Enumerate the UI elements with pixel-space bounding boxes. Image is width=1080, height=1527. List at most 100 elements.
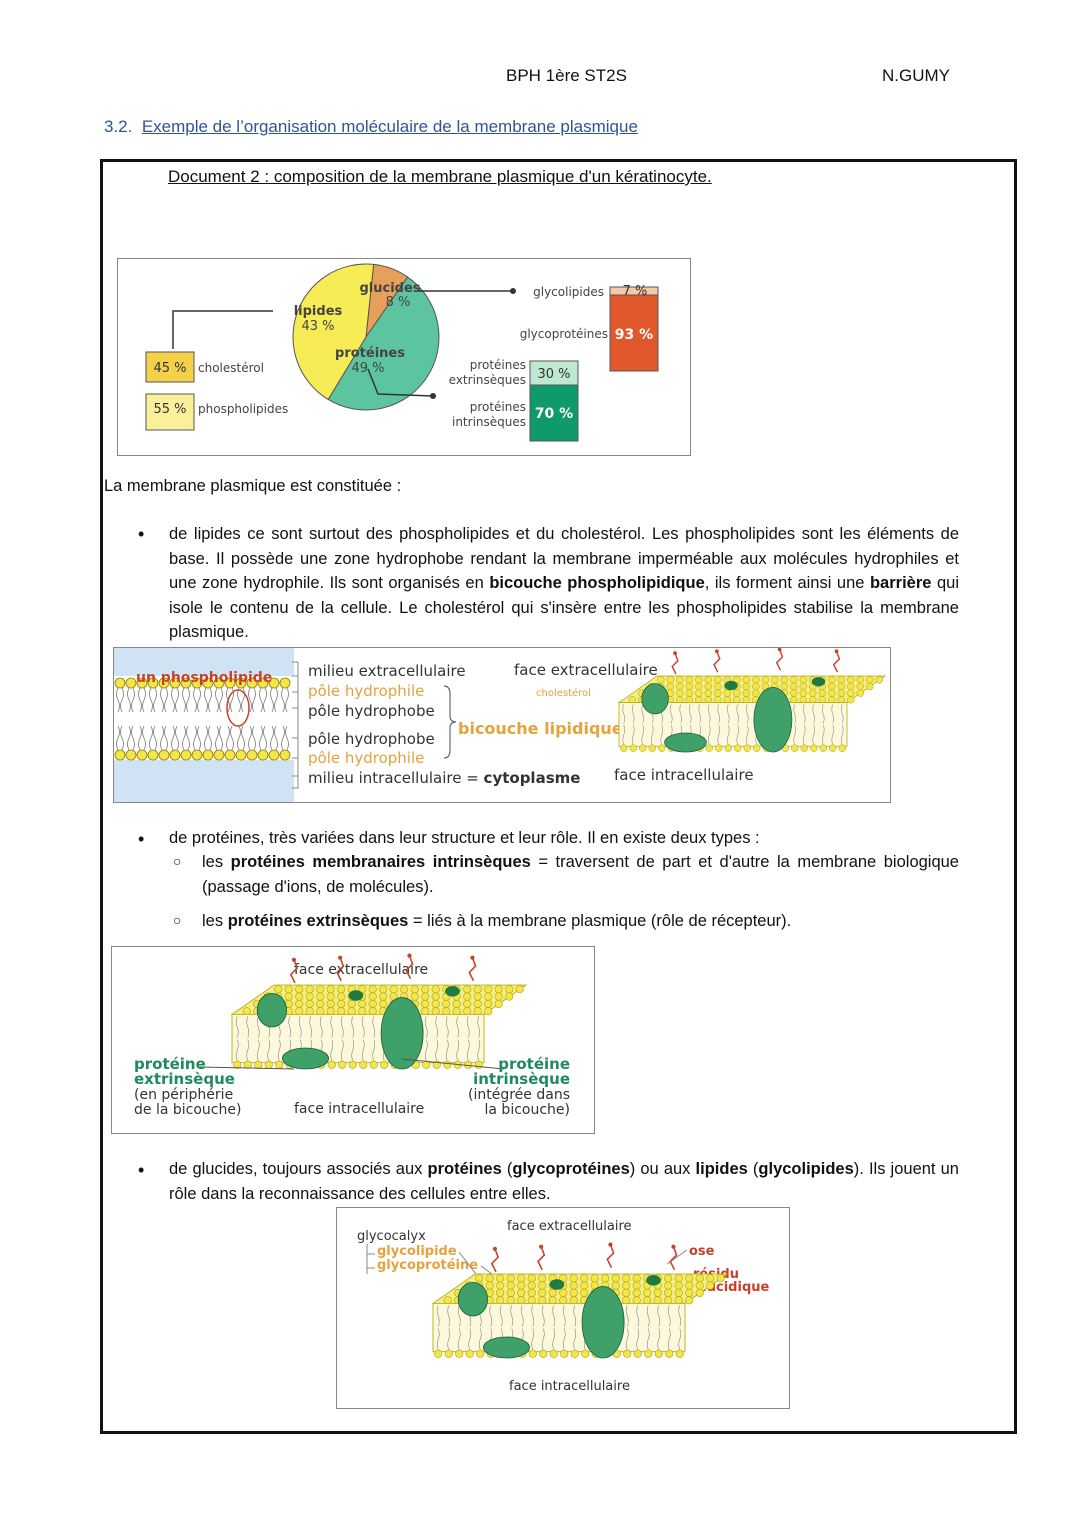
lipid-tail (445, 1039, 449, 1061)
lipid-tail (632, 704, 635, 724)
lipid-head (632, 1274, 641, 1283)
lipides-leader-line (172, 310, 273, 349)
lipid-tail (727, 725, 730, 745)
face-intra-label: face intracellulaire (294, 1101, 424, 1117)
glucide-chain (336, 957, 345, 982)
lipid-head (676, 696, 684, 704)
glucide-chain (606, 1244, 615, 1269)
lipid-head (485, 1281, 494, 1290)
lipid-tail (573, 1305, 577, 1327)
lipid-head (856, 676, 864, 684)
lipid-head (676, 682, 684, 691)
lipid-head (704, 689, 712, 697)
lipid-head (742, 696, 750, 704)
glycoproteines-value: 93 % (615, 327, 653, 343)
glycolipide-label: glycolipide (377, 1244, 457, 1259)
phospholipid-tail (138, 725, 146, 751)
lipid-head (496, 1281, 505, 1290)
phospholipid-tail (171, 687, 179, 713)
ose-label: ose (689, 1244, 715, 1259)
lipid-head (452, 999, 461, 1008)
composition-pie (292, 263, 440, 411)
lipid-head (664, 1281, 673, 1290)
extrinseques-label-2: extrinsèques (449, 373, 526, 387)
lipid-head (326, 999, 335, 1008)
lipid-head (476, 1349, 485, 1358)
lipid-tail (468, 1328, 472, 1350)
lipid-head (790, 676, 798, 684)
lipid-head (632, 1288, 641, 1297)
lipid-tail (667, 1305, 671, 1327)
lipid-head (527, 1281, 536, 1290)
lipid-head (358, 999, 367, 1008)
phospholipid-tail (182, 725, 190, 751)
lipid-tail (256, 1039, 260, 1061)
proteins-diagram: face extracellulaire protéine extrinsèqu… (134, 953, 570, 1118)
ose (834, 649, 839, 654)
lipid-head (664, 1296, 673, 1305)
phospholipid-head (257, 677, 269, 689)
lipid-head (809, 696, 817, 704)
lipid-head (723, 689, 731, 697)
lipid-head (837, 682, 845, 691)
ose (673, 651, 677, 656)
face-intra-label: face intracellulaire (614, 766, 754, 784)
lipid-tail (679, 704, 682, 724)
lipid-head (254, 1060, 263, 1069)
lipid-head (643, 1296, 652, 1305)
lipid-tail (708, 704, 711, 724)
lipid-head (494, 985, 503, 994)
lipid-tail (340, 1039, 344, 1061)
intrinseque-label-2: intrinsèque (473, 1070, 570, 1088)
lipid-tail (636, 1328, 640, 1350)
lipid-tail (372, 1039, 376, 1061)
protein-small (646, 1275, 661, 1286)
lipid-head (629, 744, 637, 752)
lipid-tail (520, 1305, 524, 1327)
phospholipid-head (136, 677, 148, 689)
glucide-chain (405, 955, 414, 980)
glucides-leader-dot (510, 288, 516, 294)
phospholipid-tail (149, 687, 157, 713)
lipid-head (559, 1296, 568, 1305)
phospholipid-head (180, 677, 192, 689)
protein-extrinsic (664, 732, 707, 753)
ose (539, 1244, 544, 1249)
lipid-head (443, 1060, 452, 1069)
lipid-tail (319, 1016, 323, 1038)
lipid-tail (717, 704, 720, 724)
lipid-head (580, 1288, 589, 1297)
lipid-tail (689, 704, 692, 724)
phospholipid-tail (204, 725, 212, 751)
lipid-head (410, 985, 419, 994)
lipid-head (506, 1288, 515, 1297)
lipid-head (611, 1281, 620, 1290)
milieu-extra-label: milieu extracellulaire (308, 662, 466, 680)
lipid-tail (622, 704, 625, 724)
phospholipid-label: un phospholipide (136, 670, 272, 686)
phospholipid-head (191, 749, 203, 761)
lipid-head (658, 744, 666, 752)
face-intra-label: face intracellulaire (509, 1379, 630, 1394)
ose (671, 1244, 676, 1249)
lipid-tail (822, 725, 825, 745)
lipid-tail (457, 1328, 461, 1350)
lipid-tail (831, 725, 834, 745)
lipid-head (685, 1281, 694, 1290)
lipid-head (358, 1007, 367, 1016)
lipid-head (506, 1296, 515, 1305)
lipid-head (400, 985, 409, 994)
lipid-head (743, 744, 751, 752)
lipid-tail (456, 1039, 460, 1061)
lipid-head (316, 992, 325, 1001)
phospholipid-tail (116, 687, 124, 713)
phospholipid-tail (281, 725, 289, 751)
lipid-tail (456, 1016, 460, 1038)
phospholipid-head (235, 677, 247, 689)
lipid-head (723, 696, 731, 704)
lipid-tail (447, 1328, 451, 1350)
lipid-head (569, 1288, 578, 1297)
lipid-head (569, 1281, 578, 1290)
lipid-tail (288, 1016, 292, 1038)
section-title[interactable]: Exemple de l’organisation moléculaire de… (141, 117, 638, 136)
